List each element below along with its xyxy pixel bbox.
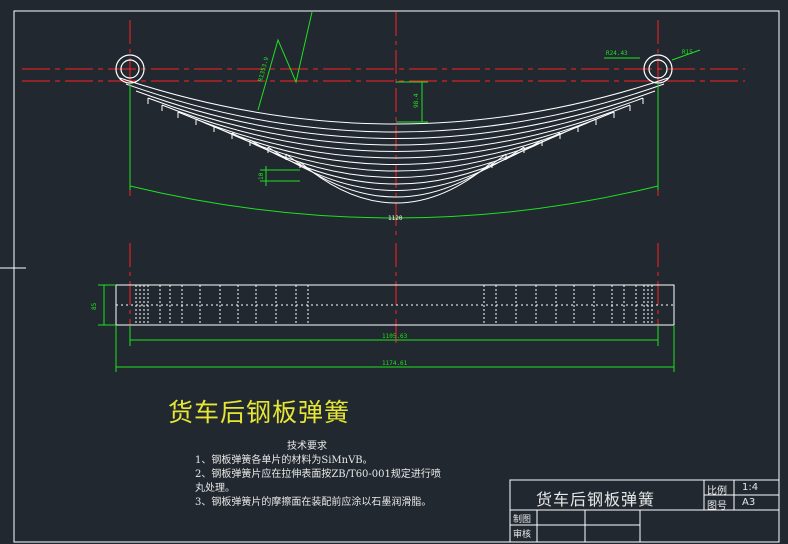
title-block <box>509 479 780 543</box>
spring-leaves <box>119 77 669 204</box>
spring-eyes <box>115 54 673 84</box>
tech-req-item-1: 1、钢板弹簧各单片的材料为SiMnVB。 <box>195 455 373 466</box>
tech-req-heading: 技术要求 <box>287 441 327 452</box>
dim-leaf-thickness: 10 <box>258 172 265 180</box>
tech-req-item-2-cont: 丸处理。 <box>195 483 235 494</box>
plan-view-leaf-edges <box>135 285 653 325</box>
checked-label: 审核 <box>513 530 532 540</box>
dim-arc-length: 1120 <box>388 215 403 222</box>
title-block-name: 货车后钢板弹簧 <box>536 490 656 509</box>
drawn-label: 制图 <box>513 515 532 525</box>
drawing-title: 货车后钢板弹簧 <box>168 398 351 427</box>
sheet-value: A3 <box>742 497 756 508</box>
dimension-lines-bottom <box>98 284 675 372</box>
tech-req-item-3: 3、钢板弹簧片的摩擦面在装配前应涂以石墨润滑脂。 <box>195 497 432 508</box>
scale-value: 1:4 <box>742 482 759 493</box>
tech-req-item-2: 2、钢板弹簧片应在拉伸表面按ZB/T60-001规定进行喷 <box>195 469 441 480</box>
dim-inner-length: 1105.63 <box>382 333 408 340</box>
leaf-steps <box>147 98 644 168</box>
sheet-border <box>13 10 780 543</box>
sheet-label: 图号 <box>707 501 727 512</box>
technical-requirements: 技术要求 1、钢板弹簧各单片的材料为SiMnVB。 2、钢板弹簧片应在拉伸表面按… <box>195 440 495 510</box>
dimension-labels-bottom: 85 1105.63 1174.61 <box>91 302 408 367</box>
dim-overall-length: 1174.61 <box>382 360 408 367</box>
dimension-lines-top <box>129 11 701 219</box>
plan-view <box>115 284 675 326</box>
dim-width: 85 <box>91 302 98 310</box>
scale-label: 比例 <box>707 486 727 497</box>
dim-top-right-a: R24.43 <box>606 50 628 57</box>
dim-camber: 98.4 <box>413 93 420 108</box>
dim-top-right-b: R15 <box>682 49 693 56</box>
